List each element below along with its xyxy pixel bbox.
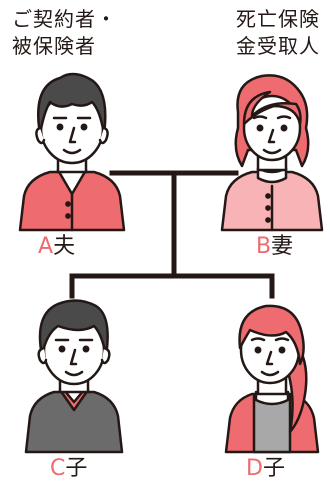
person-d-label: D子 xyxy=(246,456,285,482)
family-connector-lines xyxy=(69,170,275,299)
caption-policyholder: ご契約者・ 被保険者 xyxy=(12,6,117,60)
caption-beneficiary-line-1: 死亡保険 xyxy=(236,7,320,31)
person-c-role: 子 xyxy=(65,456,88,481)
man-icon xyxy=(18,72,126,232)
caption-beneficiary-line-2: 金受取人 xyxy=(236,34,320,58)
caption-beneficiary: 死亡保険 金受取人 xyxy=(236,6,320,60)
person-d-role: 子 xyxy=(262,456,285,481)
person-d-letter: D xyxy=(246,456,263,481)
boy-icon xyxy=(24,299,124,454)
caption-policyholder-line-1: ご契約者・ xyxy=(12,7,117,31)
person-a-label: A夫 xyxy=(38,234,75,260)
person-b-letter: B xyxy=(256,234,272,259)
person-b-label: B妻 xyxy=(256,234,293,260)
person-c-label: C子 xyxy=(50,456,87,482)
woman-icon xyxy=(220,74,324,232)
caption-policyholder-line-2: 被保険者 xyxy=(12,34,96,58)
person-b-role: 妻 xyxy=(271,234,294,259)
person-a-letter: A xyxy=(38,234,54,259)
person-c-letter: C xyxy=(50,456,66,481)
girl-icon xyxy=(224,304,320,454)
person-a-role: 夫 xyxy=(53,234,76,259)
